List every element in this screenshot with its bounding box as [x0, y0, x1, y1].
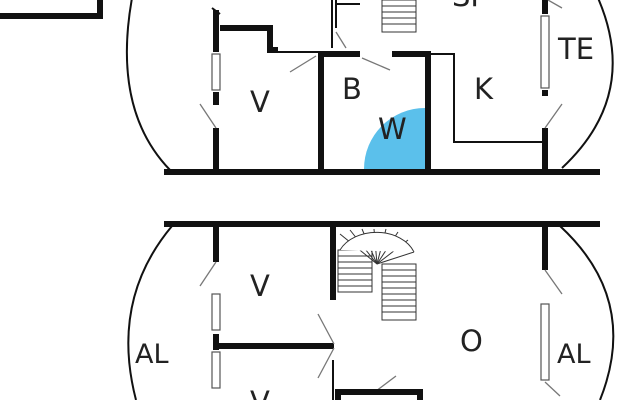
- lower-right-arc: [559, 225, 615, 400]
- upper-left-arc: [125, 0, 171, 171]
- upper-floor: SP TE V B W K: [0, 0, 614, 175]
- lower-stairs: [337, 228, 417, 321]
- upper-stairs: [381, 0, 417, 33]
- upper-door-v: [289, 55, 317, 73]
- detached-box: [0, 0, 103, 19]
- lower-right-door: [544, 269, 563, 295]
- room-label-te: TE: [557, 32, 594, 66]
- lower-door-v: [317, 313, 335, 345]
- lower-right-window: [540, 303, 550, 381]
- lower-left-window-b: [211, 351, 221, 389]
- upper-wall-dash: [211, 7, 221, 15]
- lower-wall-bottom: [335, 389, 423, 400]
- lower-left-arc: [127, 225, 173, 400]
- upper-v-room-walls: [220, 25, 278, 53]
- lower-door-v2: [317, 347, 335, 379]
- room-label-al-left: AL: [135, 339, 169, 370]
- room-label-o: O: [460, 324, 483, 358]
- lower-floor: AL V V O AL: [127, 221, 615, 400]
- room-label-v-lower-bottom: V: [250, 385, 270, 400]
- bath-shower: [364, 108, 425, 169]
- room-label-v-upper: V: [250, 85, 270, 119]
- room-label-k: K: [474, 72, 494, 106]
- room-label-al-right: AL: [557, 339, 591, 370]
- detached-box-inner: [0, 0, 102, 18]
- upper-door-sp: [335, 31, 347, 49]
- upper-left-window: [211, 53, 221, 91]
- room-label-v-lower-top: V: [250, 269, 270, 303]
- upper-left-door: [199, 103, 217, 129]
- upper-bath-walls: [318, 51, 360, 172]
- room-label-b: B: [342, 72, 362, 106]
- upper-right-window: [540, 15, 550, 89]
- upper-right-door: [544, 103, 563, 129]
- upper-right-arc: [561, 0, 614, 169]
- upper-right-door-top: [547, 0, 563, 9]
- lower-left-door: [199, 261, 217, 287]
- kitchen-counter: [428, 53, 542, 143]
- lower-left-window-a: [211, 293, 221, 331]
- lower-right-door-b: [544, 381, 561, 397]
- room-label-sp: SP: [452, 0, 488, 13]
- upper-door-b: [361, 57, 391, 71]
- room-label-w: W: [378, 112, 407, 146]
